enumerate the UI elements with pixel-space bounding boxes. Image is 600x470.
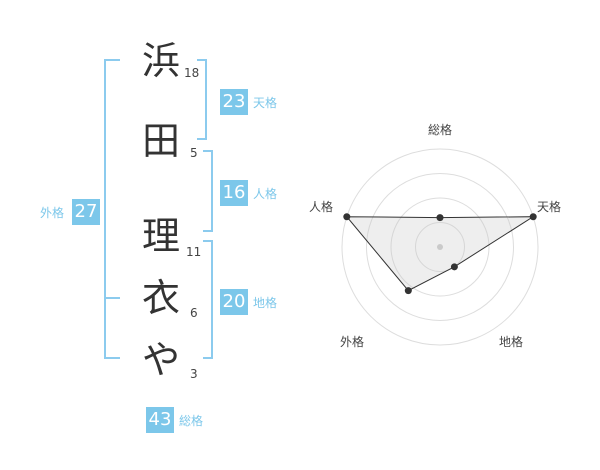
chikaku-bracket-top: [203, 240, 213, 242]
tenkaku-value: 23: [220, 89, 248, 115]
jinkaku-bracket-bottom: [203, 230, 213, 232]
stroke-count-2: 5: [190, 146, 198, 160]
stroke-count-3: 11: [186, 245, 202, 259]
jinkaku-label: 人格: [253, 187, 278, 201]
radar-axis-label-1: 総格: [428, 122, 452, 137]
radar-axis-label-2: 天格: [537, 199, 561, 214]
chikaku-bracket-bottom: [203, 357, 213, 359]
name-char-3: 理: [141, 214, 180, 258]
gaikaku-bracket-vertical: [104, 59, 106, 359]
radar-axis-label-3: 地格: [499, 334, 523, 349]
chikaku-value: 20: [220, 289, 248, 315]
tenkaku-bracket-bottom: [197, 138, 207, 140]
radar-point-4: [404, 287, 412, 295]
tenkaku-bracket-vertical: [205, 59, 207, 140]
radar-ring-3: [366, 173, 514, 321]
radar-ring-2: [390, 197, 490, 297]
radar-axis-label-4: 外格: [340, 334, 364, 349]
soukaku-label: 総格: [179, 414, 204, 428]
jinkaku-value: 16: [220, 180, 248, 206]
tenkaku-bracket-top: [197, 59, 207, 61]
radar-point-5: [343, 213, 351, 221]
jinkaku-bracket-vertical: [211, 150, 213, 232]
radar-axis-label-5: 人格: [309, 199, 333, 214]
gaikaku-bracket-middle: [104, 297, 120, 299]
radar-point-2: [529, 213, 537, 221]
name-char-1: 浜: [141, 39, 180, 83]
radar-point-3: [450, 263, 458, 271]
name-char-5: や: [141, 338, 180, 382]
gaikaku-bracket-top: [104, 59, 120, 61]
radar-ring-4: [341, 148, 539, 346]
radar-center: [437, 244, 443, 250]
radar-polygon: [345, 216, 535, 292]
radar-ring-1: [415, 222, 465, 272]
name-char-2: 田: [141, 119, 180, 163]
stroke-count-4: 6: [190, 306, 198, 320]
soukaku-value: 43: [146, 407, 174, 433]
gaikaku-label: 外格: [40, 206, 65, 220]
gaikaku-value: 27: [72, 199, 100, 225]
stroke-count-5: 3: [190, 367, 198, 381]
name-char-4: 衣: [141, 276, 180, 320]
jinkaku-bracket-top: [203, 150, 213, 152]
tenkaku-label: 天格: [253, 96, 278, 110]
stroke-count-1: 18: [184, 66, 200, 80]
radar-point-1: [436, 214, 444, 222]
chikaku-bracket-vertical: [211, 240, 213, 359]
gaikaku-bracket-bottom: [104, 357, 120, 359]
chikaku-label: 地格: [253, 296, 278, 310]
